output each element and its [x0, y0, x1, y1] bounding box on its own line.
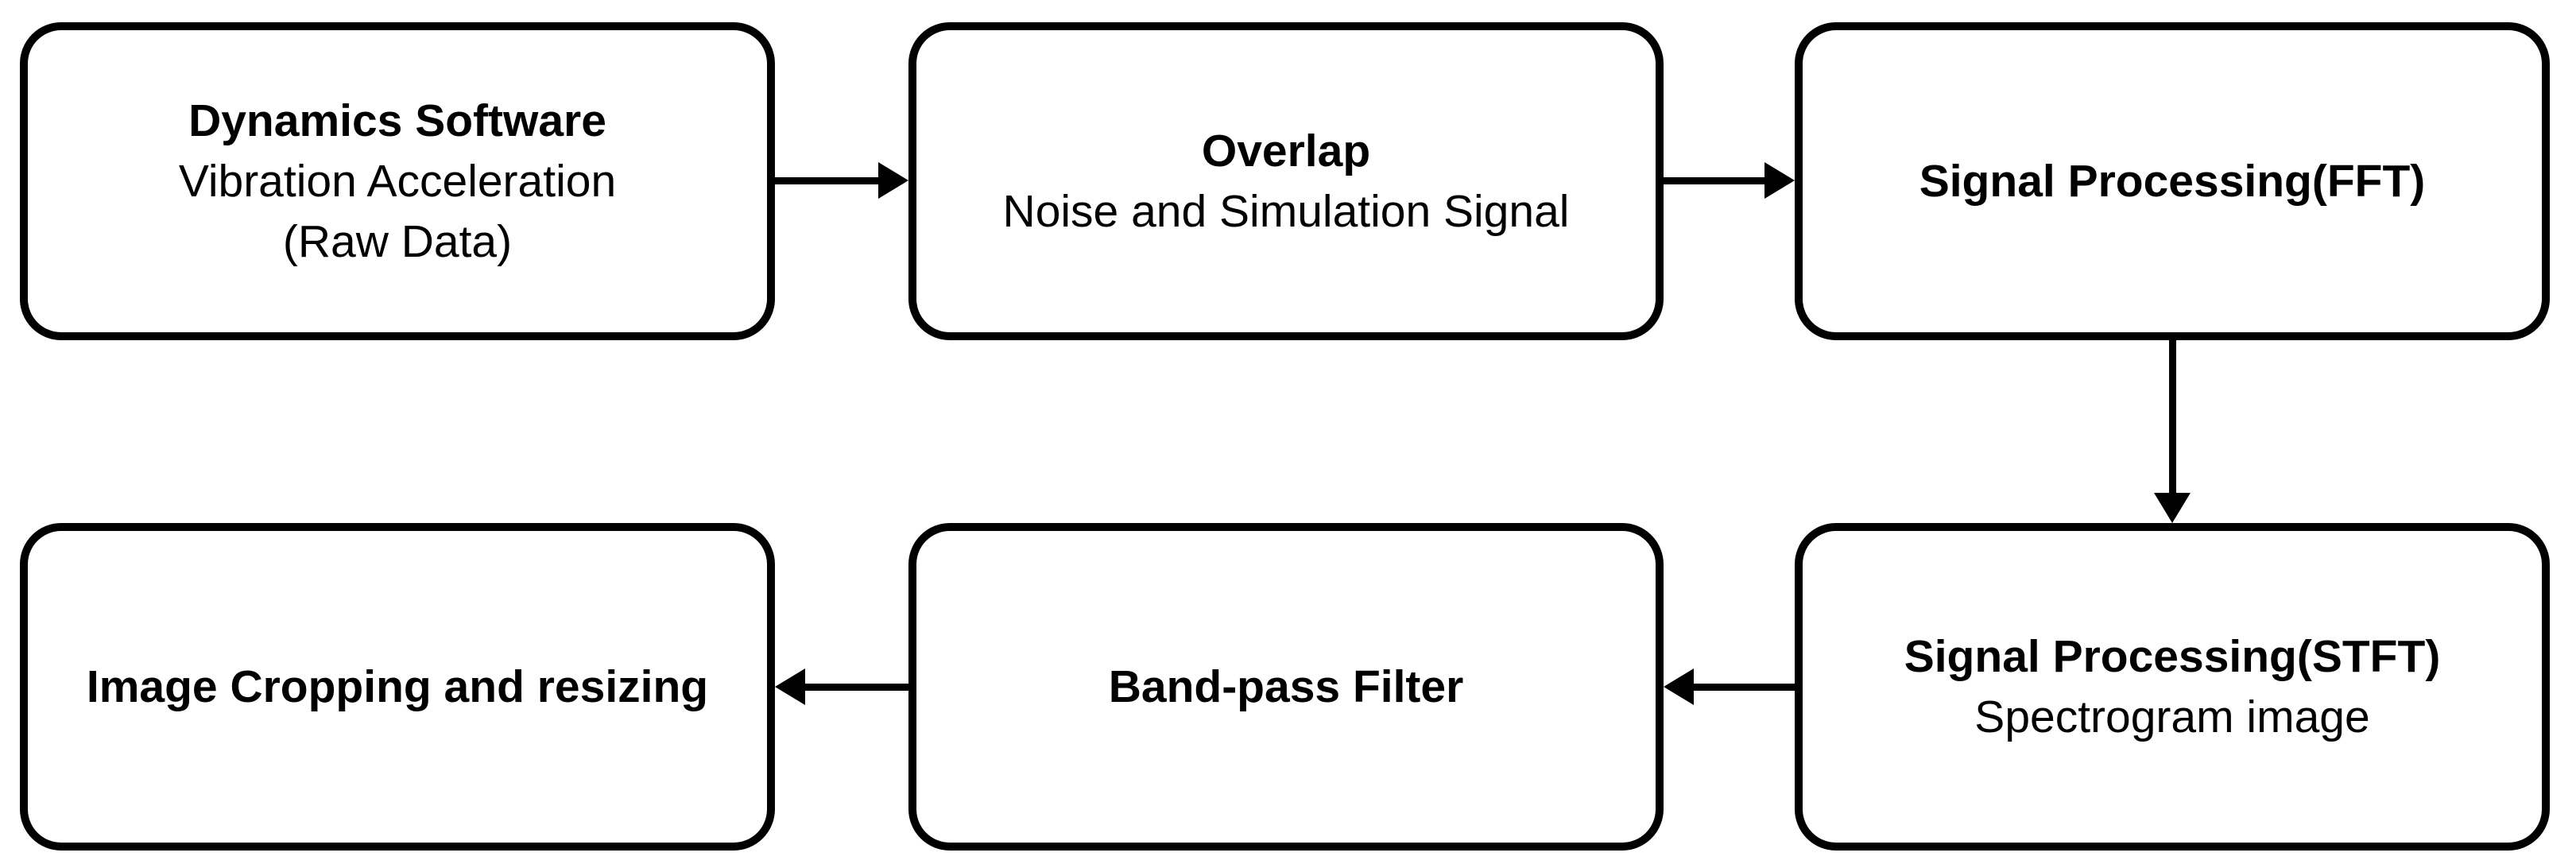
node-image-cropping: Image Cropping and resizing	[20, 523, 775, 851]
node-overlap-title: Overlap	[1201, 126, 1371, 176]
arrow-line	[802, 684, 908, 691]
arrow-line	[1691, 684, 1795, 691]
arrow-line	[775, 177, 881, 184]
arrowhead-right-icon	[878, 162, 908, 199]
node-dynamics-software: Dynamics Software Vibration Acceleration…	[20, 22, 775, 340]
node-bandpass-title: Band-pass Filter	[1108, 661, 1464, 712]
node-bandpass-filter: Band-pass Filter	[908, 523, 1664, 851]
arrowhead-right-icon	[1764, 162, 1795, 199]
arrow-line	[2169, 340, 2176, 496]
node-dynamics-line2: Vibration Acceleration	[178, 156, 617, 207]
arrowhead-left-icon	[775, 668, 805, 705]
arrowhead-left-icon	[1664, 668, 1694, 705]
node-stft-subtitle: Spectrogram image	[1974, 692, 2370, 742]
node-overlap: Overlap Noise and Simulation Signal	[908, 22, 1664, 340]
node-dynamics-title: Dynamics Software	[188, 95, 606, 146]
node-cropping-title: Image Cropping and resizing	[86, 661, 709, 712]
node-stft-title: Signal Processing(STFT)	[1904, 631, 2441, 682]
node-signal-processing-fft: Signal Processing(FFT)	[1795, 22, 2550, 340]
arrowhead-down-icon	[2154, 493, 2191, 523]
node-overlap-subtitle: Noise and Simulation Signal	[1002, 186, 1570, 237]
node-signal-processing-stft: Signal Processing(STFT) Spectrogram imag…	[1795, 523, 2550, 851]
node-fft-title: Signal Processing(FFT)	[1919, 156, 2426, 207]
node-dynamics-line3: (Raw Data)	[282, 216, 513, 267]
arrow-line	[1664, 177, 1768, 184]
